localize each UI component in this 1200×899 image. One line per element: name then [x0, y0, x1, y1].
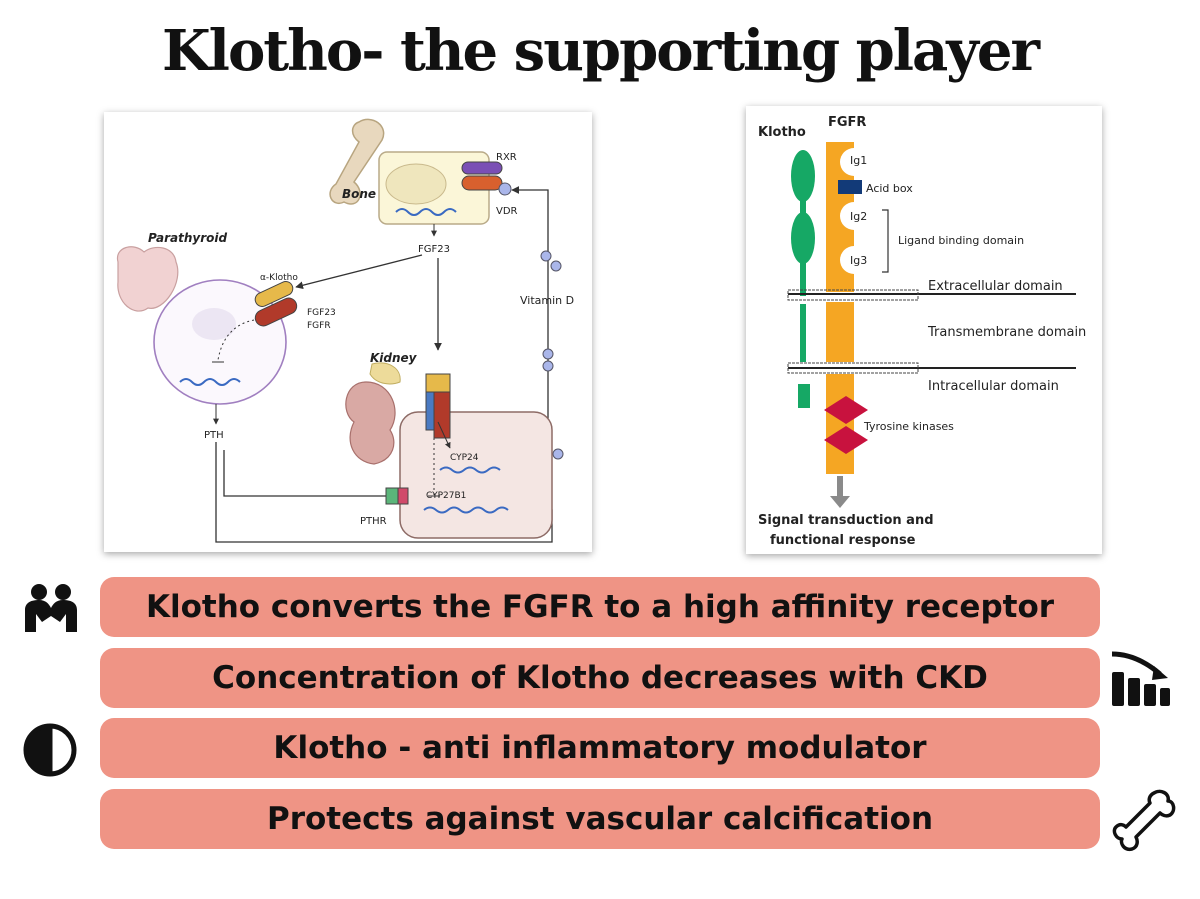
tyrosine-kinase-1	[824, 396, 868, 424]
key-point-1: Klotho converts the FGFR to a high affin…	[100, 577, 1100, 637]
kidney-label: Kidney	[370, 351, 418, 365]
pth-label: PTH	[204, 430, 224, 441]
bone-icon	[1110, 787, 1176, 853]
fgfr-column-label: FGFR	[828, 115, 866, 130]
parathyroid-label: Parathyroid	[148, 231, 228, 245]
transmembrane-label: Transmembrane domain	[927, 325, 1086, 340]
key-point-2: Concentration of Klotho decreases with C…	[100, 648, 1100, 708]
kidney-cell	[399, 411, 553, 539]
key-point-4: Protects against vascular calcification	[100, 789, 1100, 849]
ig1-label: Ig1	[850, 154, 867, 167]
rxr-label: RXR	[496, 152, 517, 163]
signal-label-line2: functional response	[770, 533, 916, 548]
acid-box	[838, 180, 862, 194]
vdr-label: VDR	[496, 206, 518, 217]
extracellular-label: Extracellular domain	[928, 279, 1063, 294]
signal-arrow-icon	[830, 496, 850, 508]
pthr-label: PTHR	[360, 516, 387, 527]
alpha-klotho-label: α-Klotho	[260, 273, 298, 283]
fgf23-receptor-label: FGF23	[307, 308, 336, 318]
cyp27b1-label: CYP27B1	[426, 491, 466, 501]
klotho-domain-kl1	[791, 150, 815, 202]
key-point-3: Klotho - anti inflammatory modulator	[100, 718, 1100, 778]
ig3-label: Ig3	[850, 254, 867, 267]
ig2-label: Ig2	[850, 210, 867, 223]
signal-label-line1: Signal transduction and	[758, 513, 934, 528]
kidney-illustration	[345, 381, 396, 465]
bone-label: Bone	[342, 187, 376, 201]
bone-illustration	[329, 118, 385, 205]
vitamin-d-label: Vitamin D	[520, 294, 574, 307]
acid-box-label: Acid box	[866, 182, 913, 195]
parathyroid-gland	[116, 246, 179, 312]
people-icon	[22, 582, 80, 634]
modulator-icon	[22, 722, 78, 778]
fgfr-label: FGFR	[307, 321, 331, 331]
ligand-binding-label: Ligand binding domain	[898, 234, 1024, 247]
fgf23-label: FGF23	[418, 244, 450, 255]
slide-title: Klotho- the supporting player	[162, 18, 1040, 84]
fgf23-axis-diagram: Bone RXR VDR FGF23 Parathyroid α-Klotho …	[104, 112, 592, 552]
fgfr-structure-diagram: Klotho FGFR Ig1 Acid box Ig2 Ig3 Ligand …	[746, 106, 1102, 554]
decline-chart-icon	[1110, 648, 1172, 708]
fgfr-transmembrane-bar	[826, 302, 854, 362]
tyrosine-kinases-label: Tyrosine kinases	[863, 420, 954, 433]
cell-membrane-inner	[787, 362, 1076, 374]
cell-membrane-outer	[787, 289, 1076, 301]
klotho-column-label: Klotho	[758, 125, 806, 140]
cyp24-label: CYP24	[450, 453, 479, 463]
tyrosine-kinase-2	[824, 426, 868, 454]
parathyroid-cell	[153, 279, 287, 405]
intracellular-label: Intracellular domain	[928, 379, 1059, 394]
fgfr-intracellular-bar	[826, 374, 854, 474]
